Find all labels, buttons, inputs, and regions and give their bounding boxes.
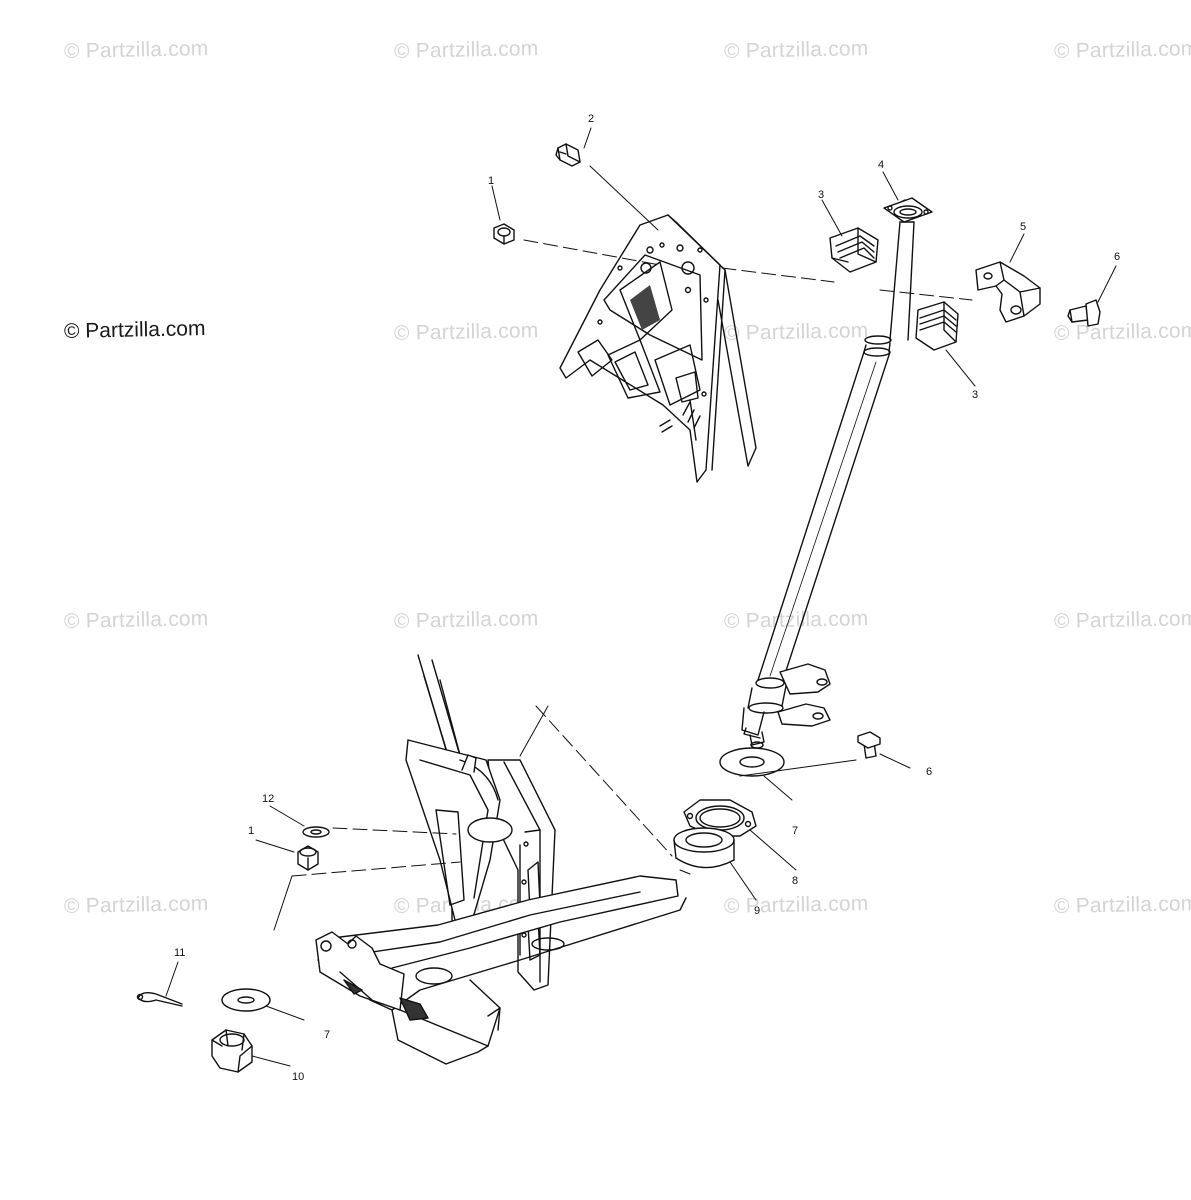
part-5-clamp-bracket xyxy=(975,261,1041,323)
steering-column xyxy=(741,197,933,749)
callout-label: 5 xyxy=(1020,221,1027,233)
part-6-bolt-lower xyxy=(857,731,881,759)
upper-mount-plate xyxy=(559,214,757,483)
part-12-washer xyxy=(302,826,330,838)
callout-label: 6 xyxy=(1114,251,1121,263)
callout-label: 11 xyxy=(174,947,186,959)
part-7-washer-upper xyxy=(719,747,785,777)
part-3-bushing-lower xyxy=(915,301,959,351)
part-11-cotter-pin xyxy=(136,991,183,1007)
part-7-washer-lower xyxy=(221,988,271,1012)
part-1-nut-upper xyxy=(493,223,515,245)
part-6-bolt-upper xyxy=(1067,299,1101,327)
part-3-bushing-upper xyxy=(829,227,879,273)
callout-label: 1 xyxy=(248,825,255,837)
part-9-bearing xyxy=(673,827,735,869)
callout-label: 10 xyxy=(292,1071,305,1083)
callout-label: 2 xyxy=(588,113,595,125)
callout-label: 8 xyxy=(792,875,799,887)
callout-label: 1 xyxy=(488,175,495,187)
dashed-alignment-lines xyxy=(291,239,973,877)
callout-label: 6 xyxy=(926,766,933,778)
part-2-bolt xyxy=(555,143,581,167)
callout-label: 7 xyxy=(324,1029,331,1041)
part-10-castle-nut xyxy=(211,1029,253,1073)
leader-lines xyxy=(165,127,1117,1067)
callout-label: 3 xyxy=(818,189,825,201)
callout-label: 7 xyxy=(792,825,799,837)
callout-label: 12 xyxy=(262,793,275,805)
callout-label: 3 xyxy=(972,389,979,401)
callout-label: 9 xyxy=(754,905,761,917)
lower-frame xyxy=(315,654,687,1065)
callout-label: 4 xyxy=(878,159,885,171)
part-1-nut-lower xyxy=(297,845,319,871)
